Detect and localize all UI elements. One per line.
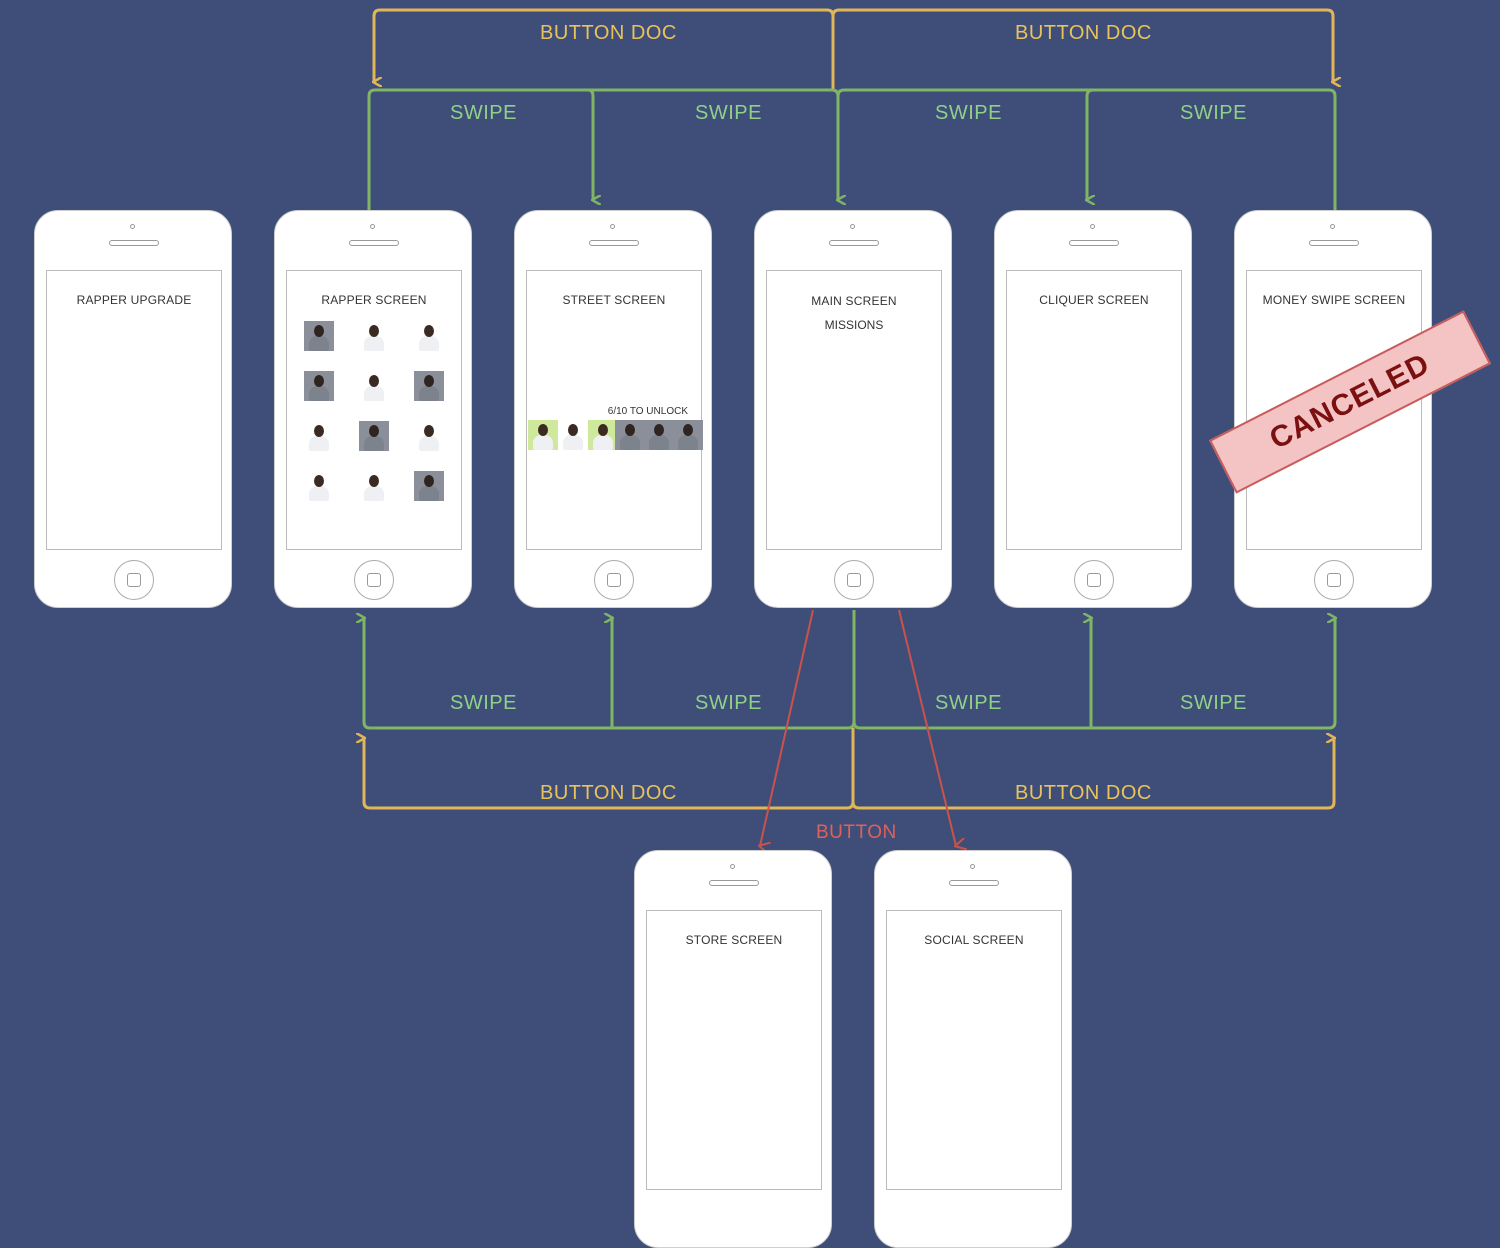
rapper-avatar-icon xyxy=(359,421,389,451)
rapper-avatar-icon xyxy=(414,471,444,501)
rapper-avatar-icon xyxy=(359,321,389,351)
top-swipe-label-2: SWIPE xyxy=(695,102,762,124)
rapper-avatar-icon xyxy=(359,471,389,501)
street-avatar-icon xyxy=(644,420,674,450)
home-button-icon xyxy=(1314,560,1354,600)
bottom-swipe-arrow-money xyxy=(852,618,1335,730)
flow-diagram: BUTTON DOC BUTTON DOC SWIPE SWIPE SWIPE … xyxy=(0,8,1500,1248)
screen-title: SOCIAL SCREEN xyxy=(924,933,1024,947)
screen-title: RAPPER UPGRADE xyxy=(76,293,192,307)
phone-store-screen[interactable]: STORE SCREEN xyxy=(634,850,832,1248)
bottom-swipe-arrow-rapper xyxy=(364,610,856,730)
camera-icon xyxy=(610,224,615,229)
top-swipe-frame-left xyxy=(367,88,832,212)
bottom-swipe-label-1: SWIPE xyxy=(450,692,517,714)
bottom-swipe-label-2: SWIPE xyxy=(695,692,762,714)
street-avatar-icon xyxy=(588,420,618,450)
street-avatar-icon xyxy=(558,420,588,450)
screen-title: STORE SCREEN xyxy=(685,933,783,947)
camera-icon xyxy=(850,224,855,229)
speaker-icon xyxy=(349,240,399,246)
bottom-swipe-label-4: SWIPE xyxy=(1180,692,1247,714)
top-swipe-frame-right xyxy=(836,88,1337,212)
rapper-avatar-icon xyxy=(304,471,334,501)
camera-icon xyxy=(370,224,375,229)
screen-store: STORE SCREEN xyxy=(646,910,822,1190)
bottom-swipe-label-3: SWIPE xyxy=(935,692,1002,714)
top-swipe-arrow-street xyxy=(587,88,593,200)
phone-rapper-screen[interactable]: RAPPER SCREEN xyxy=(274,210,472,608)
rapper-avatar-icon xyxy=(414,371,444,401)
unlock-progress-text: 6/10 TO UNLOCK xyxy=(607,406,688,417)
speaker-icon xyxy=(109,240,159,246)
screen-social: SOCIAL SCREEN xyxy=(886,910,1062,1190)
top-button-doc-arrow-right xyxy=(831,8,1333,82)
phone-cliquer-screen[interactable]: CLIQUER SCREEN xyxy=(994,210,1192,608)
rapper-avatar-icon xyxy=(304,371,334,401)
camera-icon xyxy=(1330,224,1335,229)
home-button-icon xyxy=(354,560,394,600)
top-button-doc-label-right: BUTTON DOC xyxy=(1015,22,1152,44)
bottom-button-doc-label-right: BUTTON DOC xyxy=(1015,782,1152,804)
phone-social-screen[interactable]: SOCIAL SCREEN xyxy=(874,850,1072,1248)
speaker-icon xyxy=(829,240,879,246)
home-button-icon xyxy=(1074,560,1114,600)
top-swipe-arrow-main xyxy=(831,88,838,200)
home-button-icon xyxy=(114,560,154,600)
button-arrow-store xyxy=(760,609,814,846)
speaker-icon xyxy=(1309,240,1359,246)
rapper-avatar-icon xyxy=(414,421,444,451)
screen-cliquer: CLIQUER SCREEN xyxy=(1006,270,1182,550)
screen-title: MAIN SCREEN xyxy=(811,294,897,308)
screen-subtitle: MISSIONS xyxy=(824,318,884,332)
camera-icon xyxy=(730,864,735,869)
screen-rapper: RAPPER SCREEN xyxy=(286,270,462,550)
street-avatar-icon xyxy=(615,420,645,450)
home-button-icon xyxy=(834,560,874,600)
street-avatar-icon xyxy=(528,420,558,450)
speaker-icon xyxy=(589,240,639,246)
phone-street-screen[interactable]: STREET SCREEN 6/10 TO UNLOCK xyxy=(514,210,712,608)
screen-title: CLIQUER SCREEN xyxy=(1039,293,1149,307)
screen-rapper-upgrade: RAPPER UPGRADE xyxy=(46,270,222,550)
speaker-icon xyxy=(949,880,999,886)
screen-title: RAPPER SCREEN xyxy=(321,293,427,307)
speaker-icon xyxy=(709,880,759,886)
top-swipe-label-3: SWIPE xyxy=(935,102,1002,124)
top-button-doc-label-left: BUTTON DOC xyxy=(540,22,677,44)
home-button-icon xyxy=(594,560,634,600)
connector-layer xyxy=(0,8,1500,1004)
screen-street: STREET SCREEN 6/10 TO UNLOCK xyxy=(526,270,703,550)
button-label: BUTTON xyxy=(816,822,897,843)
top-swipe-arrow-cliquer xyxy=(1087,88,1093,200)
speaker-icon xyxy=(1069,240,1119,246)
screen-title: MONEY SWIPE SCREEN xyxy=(1262,293,1406,307)
rapper-avatar-icon xyxy=(359,371,389,401)
top-swipe-label-1: SWIPE xyxy=(450,102,517,124)
camera-icon xyxy=(130,224,135,229)
rapper-avatar-icon xyxy=(414,321,444,351)
phone-rapper-upgrade[interactable]: RAPPER UPGRADE xyxy=(34,210,232,608)
screen-title: STREET SCREEN xyxy=(562,293,666,307)
top-swipe-label-4: SWIPE xyxy=(1180,102,1247,124)
street-avatar-icon xyxy=(673,420,703,450)
camera-icon xyxy=(1090,224,1095,229)
button-arrow-social xyxy=(898,609,956,846)
camera-icon xyxy=(970,864,975,869)
phone-main-screen[interactable]: MAIN SCREEN MISSIONS xyxy=(754,210,952,608)
rapper-avatar-icon xyxy=(304,321,334,351)
bottom-button-doc-arrow-right xyxy=(851,738,1334,810)
rapper-avatar-icon xyxy=(304,421,334,451)
bottom-button-doc-label-left: BUTTON DOC xyxy=(540,782,677,804)
screen-main: MAIN SCREEN MISSIONS xyxy=(766,270,942,550)
